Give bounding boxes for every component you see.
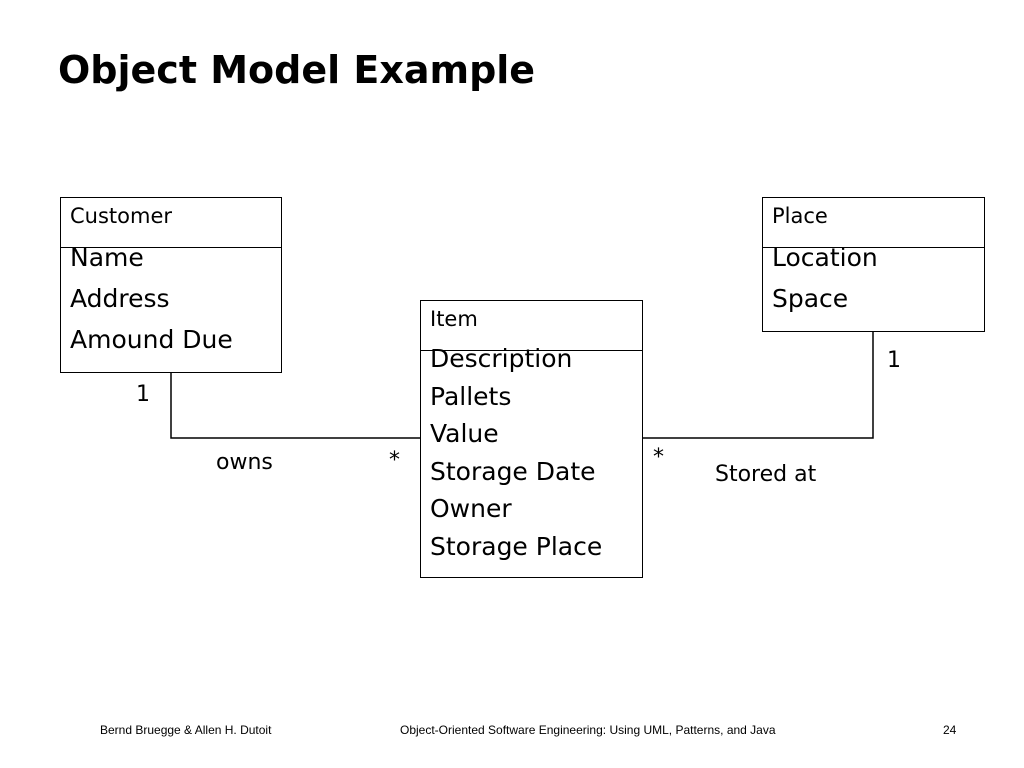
stored-at-place-multiplicity: 1 <box>887 348 901 373</box>
owns-item-multiplicity: * <box>389 448 400 473</box>
slide-title: Object Model Example <box>58 48 536 92</box>
item-attribute: Owner <box>430 494 512 523</box>
stored-at-association-line <box>643 332 874 439</box>
place-attribute: Location <box>772 243 878 272</box>
customer-class-name: Customer <box>61 198 281 248</box>
owns-association-line <box>170 373 420 439</box>
footer-page-number: 24 <box>943 723 957 737</box>
footer-authors: Bernd Bruegge & Allen H. Dutoit <box>100 723 272 737</box>
item-attribute-list: Description Pallets Value Storage Date O… <box>421 344 642 576</box>
customer-class-box: Customer Name Address Amound Due <box>60 197 282 373</box>
stored-at-item-multiplicity: * <box>653 445 664 470</box>
customer-attribute: Name <box>70 243 144 272</box>
place-attribute: Space <box>772 284 849 313</box>
place-attribute-list: Location Space <box>763 243 984 330</box>
item-attribute: Storage Place <box>430 531 603 561</box>
footer-book-title: Object-Oriented Software Engineering: Us… <box>400 723 776 737</box>
item-attribute: Value <box>430 419 499 448</box>
owns-customer-multiplicity: 1 <box>136 382 150 407</box>
item-class-box: Item Description Pallets Value Storage D… <box>420 300 643 578</box>
customer-attribute: Amound Due <box>70 325 233 354</box>
owns-association-label: owns <box>216 450 273 475</box>
place-class-name: Place <box>763 198 984 248</box>
customer-attribute-list: Name Address Amound Due <box>61 243 281 371</box>
item-attribute: Pallets <box>430 381 512 411</box>
item-attribute: Storage Date <box>430 456 596 486</box>
place-class-box: Place Location Space <box>762 197 985 332</box>
item-class-name: Item <box>421 301 642 351</box>
item-attribute: Description <box>430 344 573 373</box>
stored-at-association-label: Stored at <box>715 462 817 487</box>
customer-attribute: Address <box>70 284 170 313</box>
